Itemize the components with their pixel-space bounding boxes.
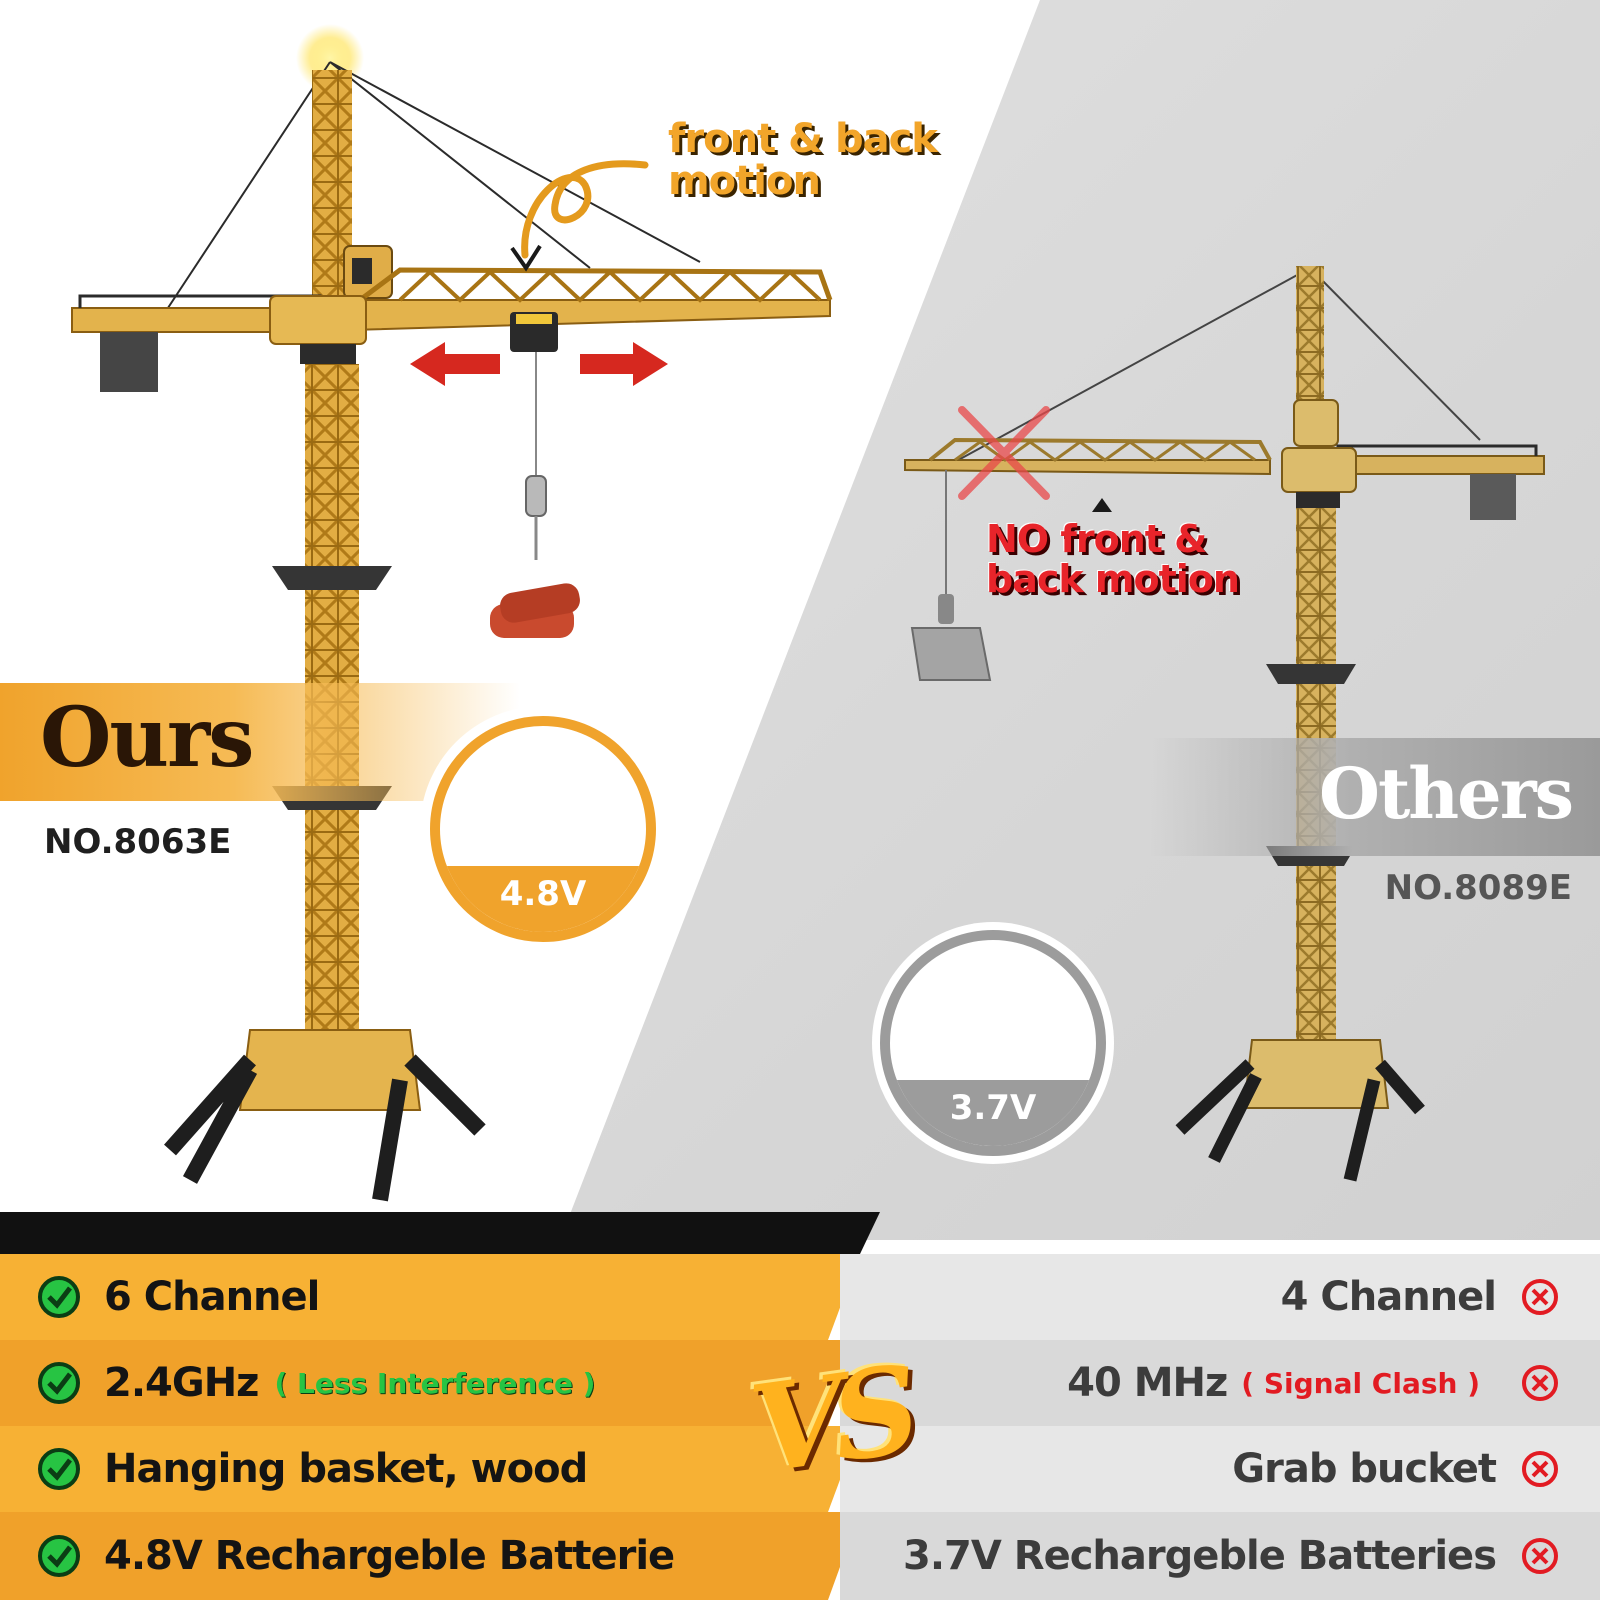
others-battery-badge: 3.7V bbox=[880, 930, 1106, 1156]
cross-circle-icon bbox=[1522, 1365, 1558, 1401]
others-feature-label: Grab bucket bbox=[1232, 1446, 1497, 1492]
others-model-number: NO.8089E bbox=[1384, 868, 1572, 908]
ours-callout-line-1: front & back bbox=[668, 116, 938, 162]
ours-title: Ours bbox=[40, 690, 254, 786]
ours-feature-label: 6 Channel bbox=[104, 1274, 320, 1320]
others-callout-line-2: back motion bbox=[986, 556, 1240, 601]
divider-bar bbox=[0, 1212, 880, 1254]
trolley-direction-arrows bbox=[410, 342, 668, 386]
others-feature-label: 3.7V Rechargeble Batteries bbox=[903, 1533, 1497, 1579]
check-circle-icon bbox=[36, 1274, 82, 1320]
others-callout-line-1: NO front & bbox=[986, 517, 1207, 561]
ours-model-number: NO.8063E bbox=[44, 822, 232, 862]
others-feature-row: 3.7V Rechargeble Batteries bbox=[840, 1512, 1600, 1600]
others-title-band bbox=[1150, 738, 1600, 856]
ours-feature-row: 6 Channel bbox=[0, 1254, 860, 1340]
ours-feature-label: 4.8V Rechargeble Batterie bbox=[104, 1533, 675, 1579]
callout-curly-arrow bbox=[521, 160, 649, 259]
others-feature-row: Grab bucket bbox=[840, 1426, 1600, 1512]
others-feature-label: 4 Channel bbox=[1280, 1274, 1497, 1320]
ours-feature-label: Hanging basket, wood bbox=[104, 1446, 588, 1492]
ours-feature-row: Hanging basket, wood bbox=[0, 1426, 860, 1512]
ours-callout-line-2: motion bbox=[668, 158, 821, 204]
others-motion-callout: NO front & back motion bbox=[986, 517, 1240, 601]
ours-feature-row: 4.8V Rechargeble Batterie bbox=[0, 1512, 860, 1600]
others-feature-row: 40 MHz ( Signal Clash ) bbox=[840, 1340, 1600, 1426]
cross-circle-icon bbox=[1522, 1451, 1558, 1487]
ours-title-band bbox=[0, 683, 520, 801]
ours-battery-voltage: 4.8V bbox=[440, 866, 646, 932]
check-circle-icon bbox=[36, 1446, 82, 1492]
others-feature-row: 4 Channel bbox=[840, 1254, 1600, 1340]
cross-circle-icon bbox=[1522, 1279, 1558, 1315]
others-feature-note: ( Signal Clash ) bbox=[1241, 1366, 1480, 1400]
check-circle-icon bbox=[36, 1360, 82, 1406]
cross-circle-icon bbox=[1522, 1538, 1558, 1574]
ours-motion-callout: front & back motion bbox=[668, 116, 938, 204]
ours-battery-badge: 4.8V bbox=[430, 716, 656, 942]
ours-feature-note: ( Less Interference ) bbox=[274, 1366, 596, 1400]
others-battery-voltage: 3.7V bbox=[890, 1080, 1096, 1146]
check-circle-icon bbox=[36, 1533, 82, 1579]
ours-feature-label: 2.4GHz bbox=[104, 1360, 259, 1406]
versus-label: VS bbox=[742, 1339, 917, 1502]
others-title: Others bbox=[1318, 752, 1574, 835]
crane-illustrations bbox=[71, 24, 1545, 1202]
others-feature-label: 40 MHz bbox=[1067, 1360, 1228, 1406]
ours-feature-row: 2.4GHz ( Less Interference ) bbox=[0, 1340, 860, 1426]
